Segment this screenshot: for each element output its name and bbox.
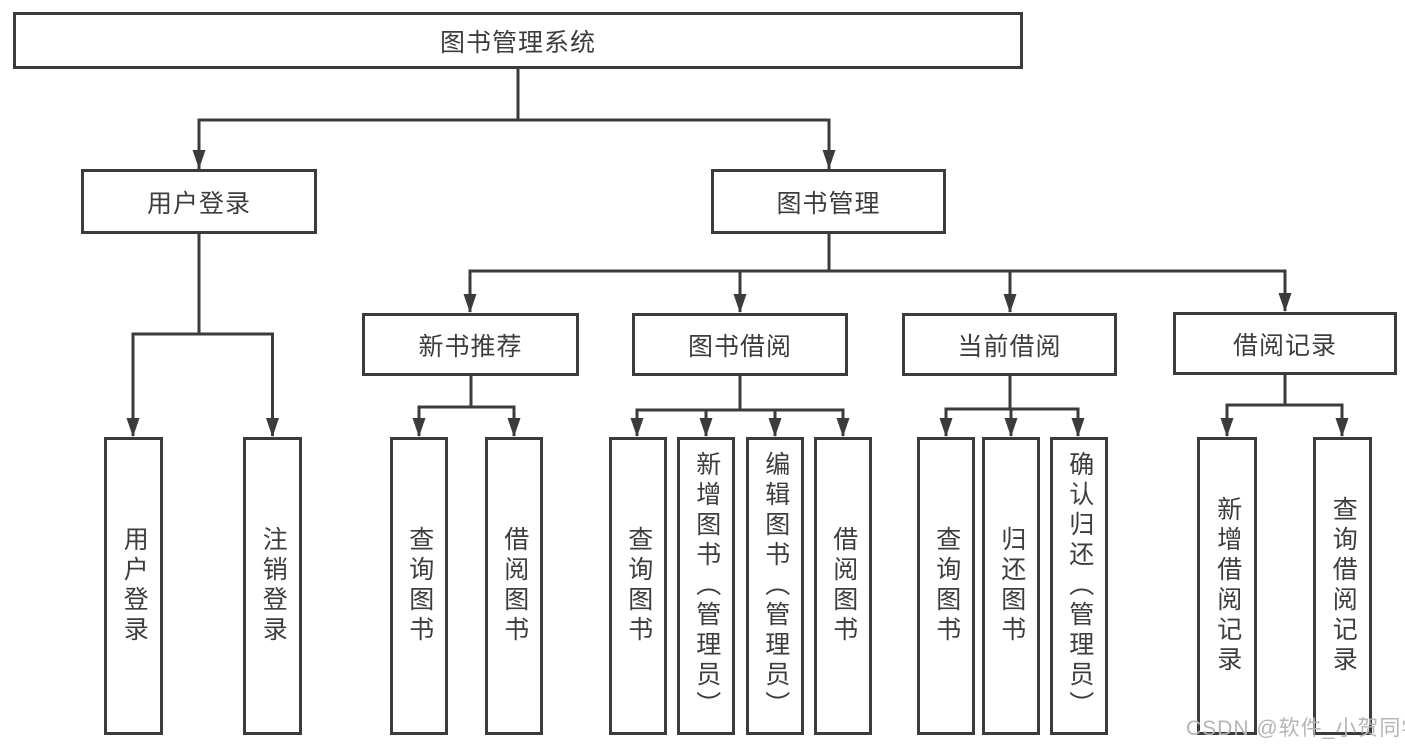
node-user-login-label: 用户登录 xyxy=(146,189,251,218)
leaf-edit-books-admin: 编辑图书（管理员） xyxy=(746,437,804,735)
leaf-add-borrow-record: 新增借阅记录 xyxy=(1197,437,1257,735)
node-root-system: 图书管理系统 xyxy=(13,12,1023,69)
leaf-query-borrow-record: 查询借阅记录 xyxy=(1313,437,1372,735)
leaf-current-query-books-label: 查询图书 xyxy=(932,526,961,646)
edge-borrow-to-leaves xyxy=(635,376,845,436)
node-current-borrow: 当前借阅 xyxy=(902,313,1117,376)
leaf-edit-books-admin-label: 编辑图书（管理员） xyxy=(761,451,790,721)
leaf-confirm-return-admin-label: 确认归还（管理员） xyxy=(1065,451,1094,721)
edge-book-management-to-level3 xyxy=(468,234,1287,312)
leaf-recommend-borrow-books: 借阅图书 xyxy=(485,437,543,735)
edge-records-to-leaves xyxy=(1225,375,1344,436)
node-borrow-records-label: 借阅记录 xyxy=(1232,331,1337,360)
leaf-recommend-query-books: 查询图书 xyxy=(390,437,448,735)
edge-root-to-level2 xyxy=(197,69,831,169)
leaf-add-borrow-record-label: 新增借阅记录 xyxy=(1213,496,1242,676)
leaf-return-books: 归还图书 xyxy=(982,437,1040,735)
node-book-borrow-label: 图书借阅 xyxy=(687,332,792,361)
leaf-confirm-return-admin: 确认归还（管理员） xyxy=(1050,437,1108,735)
leaf-user-login: 用户登录 xyxy=(104,437,163,735)
edge-user-login-to-leaves xyxy=(131,234,274,436)
node-root-system-label: 图书管理系统 xyxy=(439,28,596,57)
leaf-logout-label: 注销登录 xyxy=(259,526,288,646)
leaf-recommend-query-books-label: 查询图书 xyxy=(405,526,434,646)
node-book-management: 图书管理 xyxy=(711,169,946,234)
node-book-borrow: 图书借阅 xyxy=(632,313,848,376)
leaf-borrow-query-books-label: 查询图书 xyxy=(624,526,653,646)
leaf-user-login-label: 用户登录 xyxy=(120,526,149,646)
leaf-logout: 注销登录 xyxy=(243,437,302,735)
leaf-return-books-label: 归还图书 xyxy=(997,526,1026,646)
node-borrow-records: 借阅记录 xyxy=(1173,312,1397,375)
csdn-watermark: CSDN @软件_小贺同学 xyxy=(1186,717,1405,740)
node-book-management-label: 图书管理 xyxy=(776,189,881,218)
arrowheads xyxy=(126,150,1349,437)
node-new-book-recommend: 新书推荐 xyxy=(362,313,579,376)
node-new-book-recommend-label: 新书推荐 xyxy=(418,332,523,361)
leaf-borrow-query-books: 查询图书 xyxy=(609,437,667,735)
leaf-borrow-books-label: 借阅图书 xyxy=(829,526,858,646)
node-user-login: 用户登录 xyxy=(81,169,317,234)
node-current-borrow-label: 当前借阅 xyxy=(957,332,1062,361)
leaf-current-query-books: 查询图书 xyxy=(917,437,975,735)
leaf-query-borrow-record-label: 查询借阅记录 xyxy=(1329,496,1358,676)
leaf-add-books-admin-label: 新增图书（管理员） xyxy=(692,451,721,721)
leaf-borrow-books: 借阅图书 xyxy=(814,437,872,735)
leaf-add-books-admin: 新增图书（管理员） xyxy=(677,437,735,735)
leaf-recommend-borrow-books-label: 借阅图书 xyxy=(500,526,529,646)
edge-recommend-to-leaves xyxy=(417,376,516,436)
